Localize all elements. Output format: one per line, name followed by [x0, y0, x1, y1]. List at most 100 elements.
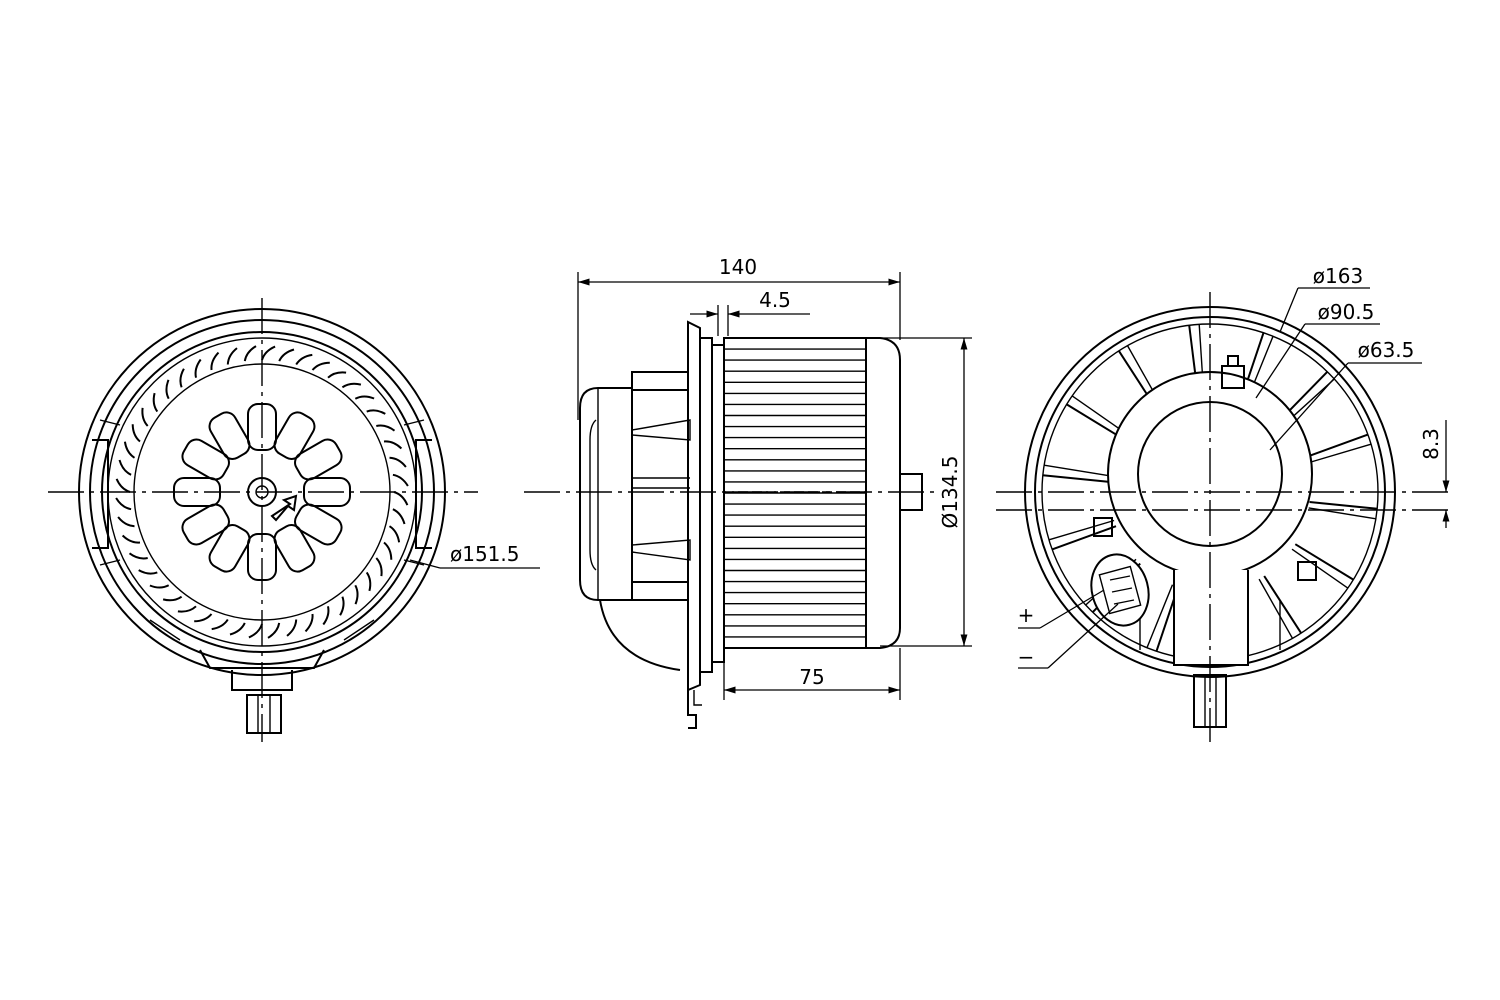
rear-spoke	[1263, 575, 1302, 634]
front-diameter-label: ø151.5	[450, 542, 520, 566]
fan-blade	[194, 613, 213, 623]
electrical-connector	[1090, 553, 1150, 627]
rear-spoke-edge	[1305, 443, 1372, 465]
fan-blade	[128, 552, 148, 560]
fan-blade	[383, 541, 393, 560]
fan-blade	[229, 622, 246, 636]
hub-cooling-slots	[173, 403, 351, 581]
fan-blade	[389, 456, 407, 468]
fan-blade	[375, 557, 383, 577]
fan-blade	[118, 459, 132, 476]
fan-blade	[117, 516, 135, 528]
fan-blade	[261, 345, 276, 361]
overall-length-dimension: 140	[577, 255, 901, 420]
fan-blade	[226, 347, 238, 365]
fan-blade	[165, 379, 170, 400]
side-diameter-label: Ø134.5	[938, 456, 962, 529]
fan-blade	[295, 353, 313, 366]
hub-slot	[181, 503, 230, 546]
fan-blade	[243, 345, 257, 362]
fan-blade	[121, 534, 141, 544]
fan-blade	[278, 348, 295, 362]
fan-blade	[211, 618, 229, 631]
fan-blade	[393, 491, 409, 506]
rear-spoke	[1309, 501, 1378, 510]
wheel-end-cap	[866, 337, 923, 649]
fan-blade	[392, 473, 409, 487]
fan-blade	[152, 392, 159, 413]
overall-length-label: 140	[719, 255, 757, 279]
hub-slot	[208, 411, 251, 460]
rear-spoke-edge	[1258, 578, 1294, 639]
fan-blade	[388, 525, 401, 543]
rear-spoke-edge	[1146, 584, 1174, 648]
hub-slot	[208, 524, 251, 573]
side-diameter-dimension: Ø134.5	[880, 337, 972, 647]
fan-blade	[339, 596, 345, 616]
rear-spoke	[1042, 474, 1111, 483]
fan-blade	[354, 395, 375, 400]
fan-blade	[327, 371, 347, 379]
front-view-connector-tab	[246, 694, 282, 734]
fan-blade	[248, 623, 263, 639]
offset-dimension: 8.3	[1419, 420, 1450, 528]
wheel-length-label: 75	[799, 665, 824, 689]
fan-blade	[376, 424, 396, 432]
hub-diameter-label: ø90.5	[1318, 300, 1375, 324]
side-view: 140 4.5 Ø134.5 75	[524, 255, 972, 729]
fan-blade	[194, 358, 202, 378]
fan-blade	[322, 606, 330, 626]
fan-blade	[141, 407, 149, 427]
plus-terminal-label: +	[1018, 603, 1035, 627]
outer-diameter-label: ø163	[1313, 264, 1363, 288]
rear-spoke	[1066, 403, 1126, 441]
mounting-flange	[687, 320, 725, 729]
fan-blade	[366, 409, 386, 415]
fan-blade	[123, 441, 136, 459]
rear-view: ø163 ø90.5 ø63.5 + − 8.3	[996, 264, 1450, 742]
rear-spoke	[1051, 525, 1117, 551]
fan-blade	[115, 478, 131, 493]
blower-wheel	[723, 337, 867, 649]
fan-blade	[179, 368, 185, 388]
fan-blade	[131, 424, 141, 443]
fan-blade	[177, 605, 197, 613]
front-view: ø151.5	[48, 298, 540, 742]
fan-blade	[383, 440, 403, 450]
fan-blade	[162, 595, 183, 602]
fan-blade	[365, 571, 372, 592]
hub-slot	[294, 438, 343, 481]
fan-blade	[149, 584, 170, 589]
rear-spoke	[1303, 433, 1369, 459]
rear-view-clips	[1093, 355, 1317, 581]
fan-blade	[341, 382, 362, 389]
flange-thickness-label: 4.5	[759, 288, 791, 312]
fan-blade	[392, 508, 406, 525]
offset-label: 8.3	[1419, 428, 1443, 460]
hub-slot	[181, 438, 230, 481]
leader-lines	[1018, 287, 1422, 669]
rear-spoke-edge	[1291, 548, 1349, 589]
fan-blade	[210, 351, 220, 371]
fan-blade	[286, 619, 298, 637]
fan-blade	[311, 361, 330, 371]
fan-blade	[304, 613, 314, 633]
fan-blade	[267, 622, 281, 639]
hub-slot	[294, 503, 343, 546]
motor-diameter-label: ø63.5	[1358, 338, 1415, 362]
rear-spoke	[1294, 543, 1354, 581]
rear-spoke-edge	[1048, 519, 1115, 541]
flange-thickness-dimension: 4.5	[690, 288, 810, 336]
hub-slot	[273, 411, 316, 460]
minus-terminal-label: −	[1018, 645, 1035, 669]
motor-shaft	[247, 477, 298, 522]
wheel-length-dimension: 75	[723, 648, 901, 700]
fan-blade	[138, 569, 158, 575]
fan-blade	[115, 497, 132, 511]
front-diameter-dimension: ø151.5	[409, 542, 540, 569]
hub-slot	[273, 524, 316, 573]
fan-blade	[354, 584, 359, 605]
motor-body	[579, 371, 691, 671]
rear-spoke-edge	[1043, 464, 1112, 477]
